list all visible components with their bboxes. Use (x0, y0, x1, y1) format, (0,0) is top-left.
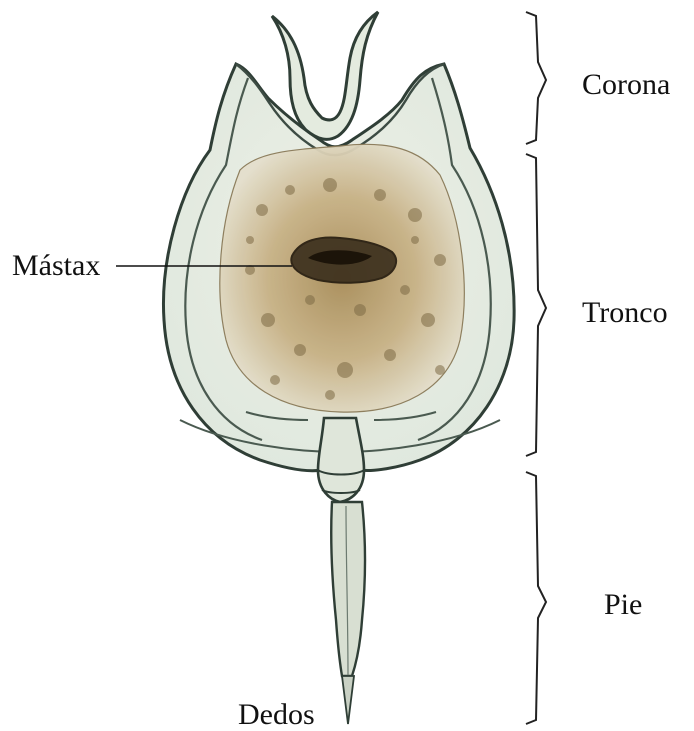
label-pie: Pie (604, 588, 642, 621)
bracket-corona (526, 12, 546, 144)
label-dedos: Dedos (238, 698, 315, 731)
label-corona: Corona (582, 68, 670, 101)
rotifer-illustration (163, 12, 514, 724)
toe (342, 676, 354, 724)
bracket-tronco (526, 154, 546, 456)
foot-base (318, 418, 364, 502)
bracket-pie (526, 472, 546, 724)
label-tronco: Tronco (582, 296, 668, 329)
label-mastax: Mástax (12, 249, 100, 282)
